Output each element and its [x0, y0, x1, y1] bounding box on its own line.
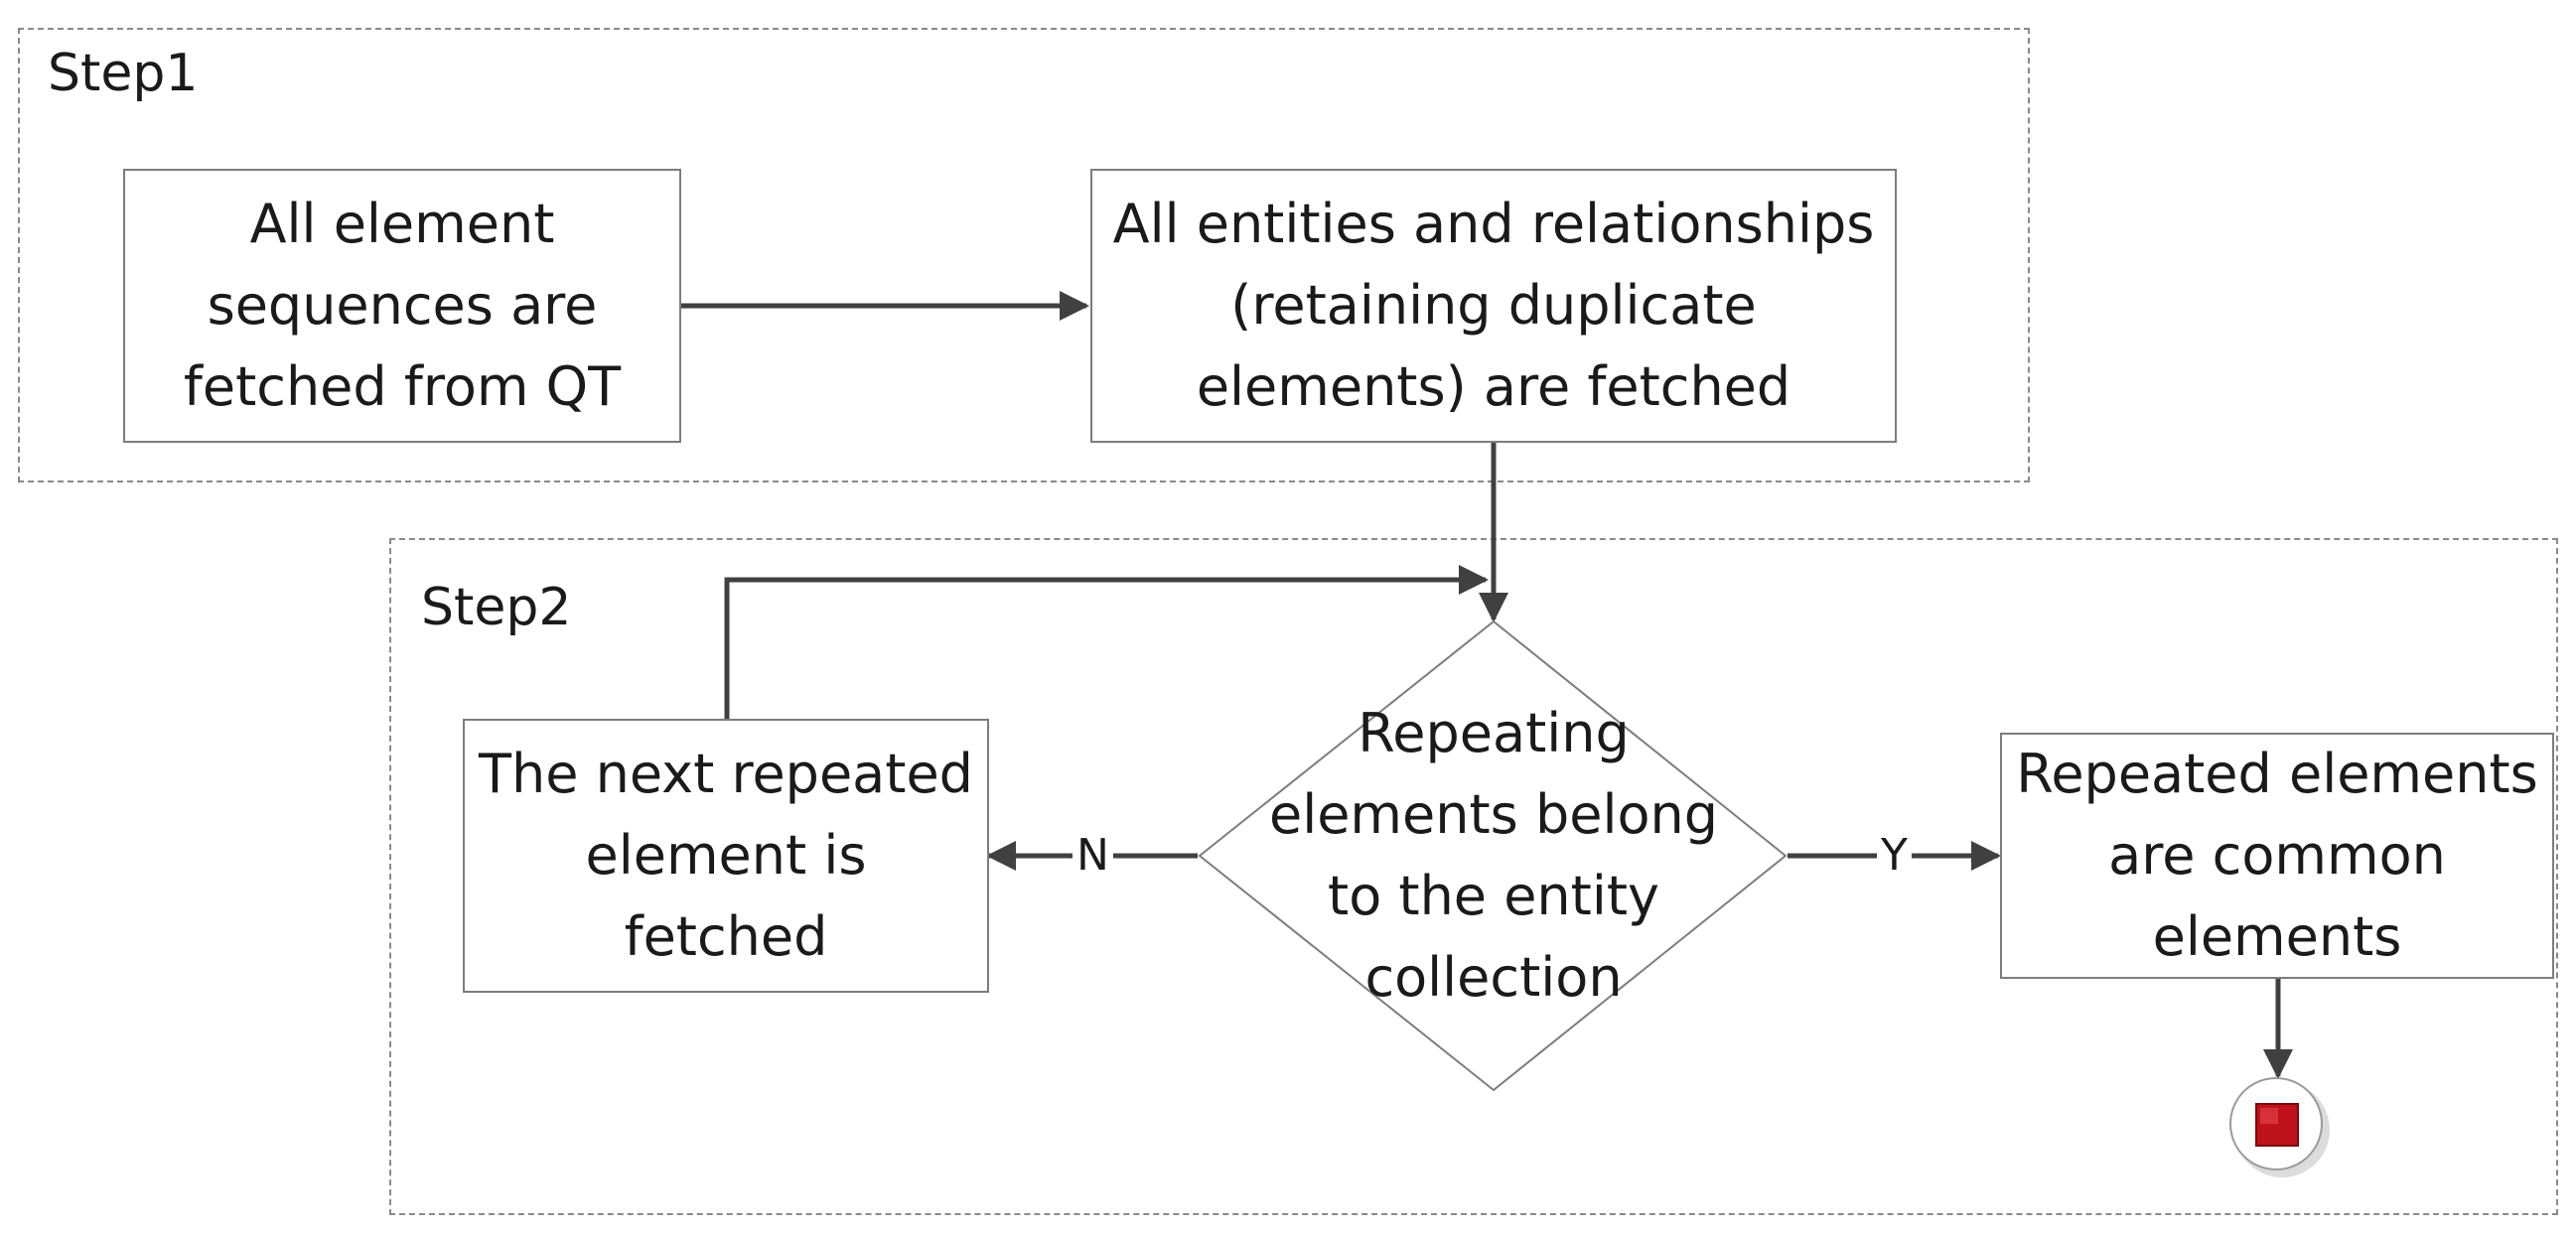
- step2-label: Step2: [421, 578, 572, 637]
- fetch-entities-box: All entities and relationships (retainin…: [1090, 169, 1897, 443]
- edge-yes-label: Y: [1877, 834, 1912, 878]
- edge-loop-back: [724, 565, 1489, 719]
- decision-diamond: [1198, 619, 1788, 1092]
- step1-group: [18, 28, 2030, 482]
- fetch-entities-text: All entities and relationships (retainin…: [1112, 193, 1875, 418]
- common-elements-text: Repeated elements are common elements: [2016, 743, 2538, 968]
- step2-group: [389, 538, 2558, 1215]
- common-elements-box: Repeated elements are common elements: [2000, 733, 2554, 979]
- fetch-sequences-box: All element sequences are fetched from Q…: [123, 169, 681, 443]
- edge-no-label: N: [1073, 834, 1113, 878]
- decision-label: Repeating elements belong to the entity …: [1268, 702, 1718, 1009]
- step1-label: Step1: [48, 44, 199, 103]
- fetch-sequences-text: All element sequences are fetched from Q…: [183, 193, 622, 418]
- next-element-text: The next repeated element is fetched: [479, 743, 973, 968]
- next-element-box: The next repeated element is fetched: [463, 719, 989, 993]
- stop-icon: [2229, 1077, 2330, 1177]
